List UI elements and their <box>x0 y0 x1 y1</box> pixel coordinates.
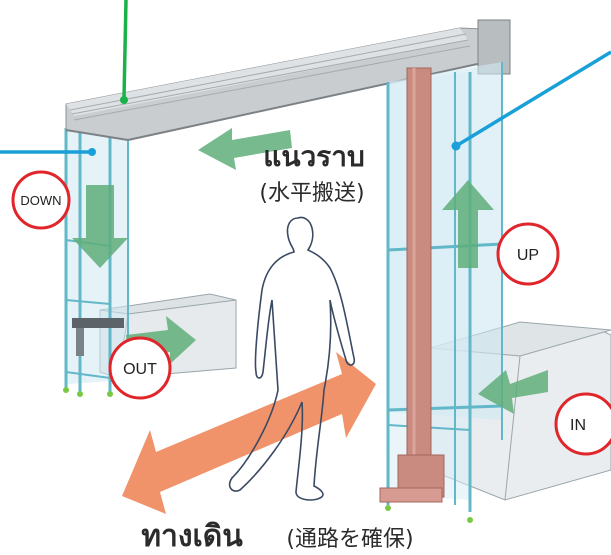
left-leader-dot <box>88 148 96 156</box>
right-leader-line <box>455 50 611 148</box>
horizontal-label-jp: (水平搬送) <box>259 181 364 206</box>
walkway-arrow <box>122 352 376 514</box>
walkway-label-jp: (通路を確保) <box>286 527 413 552</box>
walkway-label-thai: ทางเดิน <box>141 519 243 554</box>
badge-down-label: DOWN <box>20 193 61 208</box>
badge-up: UP <box>496 222 560 286</box>
badge-down: DOWN <box>11 170 71 230</box>
badge-out: OUT <box>108 336 172 400</box>
person-outline-icon <box>228 216 356 501</box>
horizontal-label-thai: แนวราบ <box>263 140 364 173</box>
badge-up-label: UP <box>517 247 539 264</box>
flow-arrows <box>72 128 548 414</box>
top-leader-line <box>122 0 128 99</box>
horizontal-arrow <box>198 128 292 170</box>
down-arrow <box>72 185 128 268</box>
in-arrow <box>478 370 548 414</box>
top-leader-dot <box>120 96 128 104</box>
top-conveyor <box>65 19 511 141</box>
badge-in: IN <box>554 392 611 456</box>
badge-in-label: IN <box>570 417 586 434</box>
right-leader-dot <box>451 141 461 151</box>
badge-out-label: OUT <box>123 361 157 378</box>
up-arrow <box>442 180 494 268</box>
up-tower <box>379 62 503 523</box>
